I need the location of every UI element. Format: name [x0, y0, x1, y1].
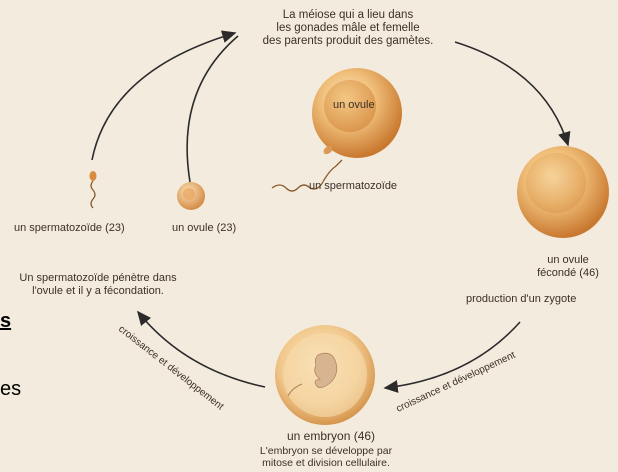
gamete-sperm-tail-icon [91, 181, 95, 208]
fertilized-line-2: fécondé (46) [526, 267, 610, 280]
zygote-label: production d'un zygote [466, 293, 576, 306]
gamete-sperm-label: un spermatozoïde (23) [14, 222, 125, 235]
embryo-desc-line-1: L'embryon se développe par [238, 445, 414, 457]
fertilization-line-1: Un spermatozoïde pénètre dans [8, 272, 188, 285]
gamete-ovule-label: un ovule (23) [172, 222, 236, 235]
meiosis-line-3: des parents produit des gamètes. [218, 35, 478, 48]
meiosis-text: La méiose qui a lieu dans les gonades mâ… [218, 9, 478, 48]
fertilized-line-1: un ovule [526, 254, 610, 267]
center-sperm-label: un spermatozoïde [309, 180, 397, 193]
embryo-desc: L'embryon se développe par mitose et div… [238, 445, 414, 469]
fertilization-line-2: l'ovule et il y a fécondation. [8, 285, 188, 298]
arrow-sperm-to-meiosis [92, 33, 235, 160]
growth-label-right: croissance et développement [395, 350, 518, 415]
arrow-ovule-to-meiosis [187, 36, 238, 182]
embryo-label: un embryon (46) [287, 430, 375, 443]
meiosis-line-2: les gonades mâle et femelle [218, 22, 478, 35]
gamete-sperm-head-icon [90, 171, 97, 181]
fertilized-ovule-label: un ovule fécondé (46) [526, 254, 610, 280]
center-ovule-label: un ovule [333, 99, 375, 112]
arrow-meiosis-to-fertilized [455, 42, 568, 145]
embryo-desc-line-2: mitose et division cellulaire. [238, 457, 414, 469]
meiosis-line-1: La méiose qui a lieu dans [218, 9, 478, 22]
fertilization-text: Un spermatozoïde pénètre dans l'ovule et… [8, 272, 188, 298]
